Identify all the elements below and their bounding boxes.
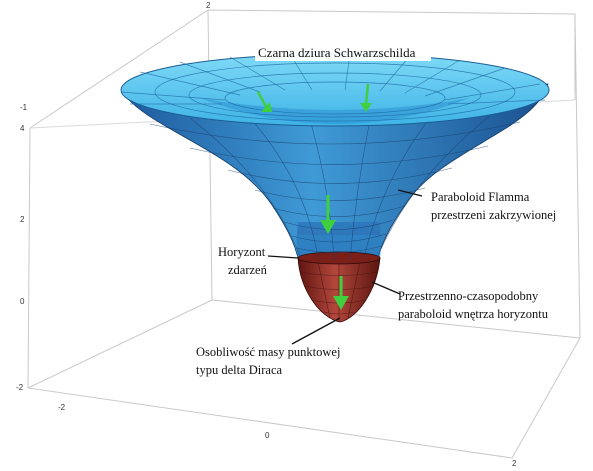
leader-lines <box>267 189 423 345</box>
arrow-icons <box>256 83 372 310</box>
tick-label: -2 <box>16 383 24 392</box>
label-line: zdarzeń <box>228 263 268 277</box>
label-line: typu delta Diraca <box>196 363 283 377</box>
tick-label: 2 <box>512 459 517 468</box>
arrow-down-icon <box>320 195 336 234</box>
flamm-paraboloid-label: Paraboloid Flamma przestrzeni zakrzywion… <box>431 190 556 222</box>
funnel-surface <box>120 53 550 323</box>
tick-label: 4 <box>20 124 25 133</box>
label-line: Przestrzenno-czasopodobny <box>398 289 539 303</box>
tick-label: 0 <box>265 431 270 440</box>
diagram-title: Czarna dziura Schwarzschilda <box>258 45 416 60</box>
label-line: Osobliwość masy punktowej <box>196 345 340 359</box>
tick-label: -2 <box>58 403 66 412</box>
label-line: przestrzeni zakrzywionej <box>431 208 556 222</box>
interior-paraboloid-label: Przestrzenno-czasopodobny paraboloid wnę… <box>398 289 549 321</box>
tick-label: 0 <box>20 297 25 306</box>
arrow-down-icon <box>360 83 372 112</box>
horizon-label: Horyzont zdarzeń <box>218 245 268 277</box>
tick-label: -1 <box>20 103 28 112</box>
arrow-down-icon <box>256 91 272 112</box>
title-background <box>255 44 431 61</box>
singularity-label: Osobliwość masy punktowej typu delta Dir… <box>196 345 344 377</box>
tick-label: 2 <box>206 1 211 10</box>
tick-label: 2 <box>20 215 25 224</box>
arrow-down-icon <box>333 276 349 310</box>
label-line: paraboloid wnętrza horyzontu <box>398 307 549 321</box>
label-line: Horyzont <box>218 245 266 259</box>
label-line: Paraboloid Flamma <box>431 190 530 204</box>
